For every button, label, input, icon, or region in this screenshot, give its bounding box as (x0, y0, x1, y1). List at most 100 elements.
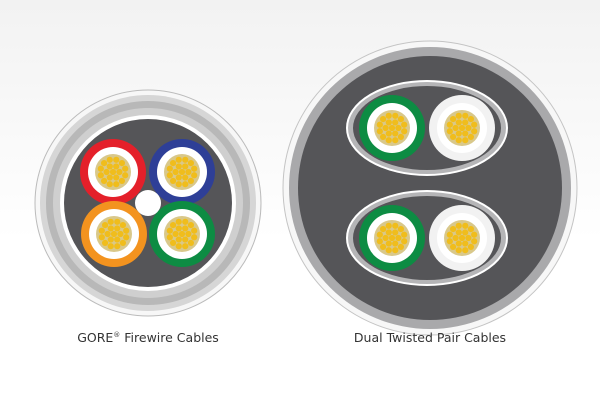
strand (449, 133, 457, 141)
strand (385, 130, 392, 137)
strand (178, 168, 186, 176)
strand (175, 225, 182, 232)
strand (169, 239, 177, 247)
strand (109, 168, 117, 176)
strand (379, 133, 387, 141)
strand (178, 230, 186, 238)
strand (455, 240, 462, 247)
strand (191, 172, 198, 179)
strand (187, 159, 195, 167)
strand (123, 234, 130, 241)
green-conductor (359, 205, 425, 271)
strand (98, 234, 105, 241)
strand (462, 247, 469, 254)
strand (104, 230, 111, 238)
strand (376, 231, 383, 238)
strand (376, 238, 383, 245)
strand (175, 181, 182, 188)
strand (106, 156, 113, 163)
strand (169, 159, 177, 167)
strand (119, 239, 127, 247)
strand (191, 234, 198, 241)
strand (388, 234, 396, 242)
green-conductor (359, 95, 425, 161)
lower-pair (346, 190, 508, 286)
strand (175, 163, 182, 170)
strand (401, 238, 408, 245)
strand (449, 115, 457, 123)
strand (462, 119, 469, 126)
strand (385, 247, 392, 254)
strand (182, 163, 189, 170)
strand (458, 124, 466, 132)
strand (392, 247, 399, 254)
strand (175, 174, 182, 181)
strand (97, 165, 104, 172)
strand (182, 181, 189, 188)
strand (465, 124, 472, 132)
strand (166, 165, 173, 172)
strand (182, 174, 189, 181)
strand (106, 181, 113, 188)
dual-twisted-pair-cable-cross-section (282, 40, 578, 336)
strand (462, 229, 469, 236)
strand (392, 240, 399, 247)
twisted-pair-caption: Dual Twisted Pair Cables (353, 330, 507, 345)
strand (169, 221, 177, 229)
strand (397, 225, 405, 233)
strand (446, 238, 453, 245)
strand (185, 168, 192, 176)
strand (187, 221, 195, 229)
strand (182, 225, 189, 232)
center-filler (135, 190, 161, 216)
strand (462, 112, 469, 119)
strand (100, 159, 108, 167)
strand (401, 128, 408, 135)
strand (376, 121, 383, 128)
strand (392, 130, 399, 137)
white-conductor (429, 95, 495, 161)
strand (455, 137, 462, 144)
strand (118, 159, 126, 167)
strand (471, 128, 478, 135)
strand (467, 133, 475, 141)
blue-conductor (149, 139, 215, 205)
firewire-cable-cross-section (34, 89, 262, 317)
strand (401, 231, 408, 238)
strand (118, 177, 126, 185)
strand (103, 168, 110, 176)
strand (397, 133, 405, 141)
strand (467, 115, 475, 123)
strand (166, 172, 173, 179)
strand (123, 227, 130, 234)
strand (107, 225, 114, 232)
strand (122, 172, 129, 179)
strand (107, 243, 114, 250)
strand (392, 112, 399, 119)
strand (467, 243, 475, 251)
strand (385, 240, 392, 247)
strand (182, 156, 189, 163)
strand (97, 172, 104, 179)
strand (172, 168, 179, 176)
green-conductor (149, 201, 215, 267)
strand (114, 225, 121, 232)
strand (455, 119, 462, 126)
strand (113, 163, 120, 170)
strand (119, 221, 127, 229)
strand (465, 234, 472, 242)
strand (452, 124, 459, 132)
orange-conductor (81, 201, 147, 267)
strand (462, 137, 469, 144)
strand (106, 163, 113, 170)
strand (100, 177, 108, 185)
strand (175, 218, 182, 225)
red-conductor (80, 139, 146, 205)
upper-pair (346, 80, 508, 176)
strand (379, 225, 387, 233)
strand (385, 222, 392, 229)
strand (392, 137, 399, 144)
strand (382, 124, 389, 132)
strand (471, 121, 478, 128)
